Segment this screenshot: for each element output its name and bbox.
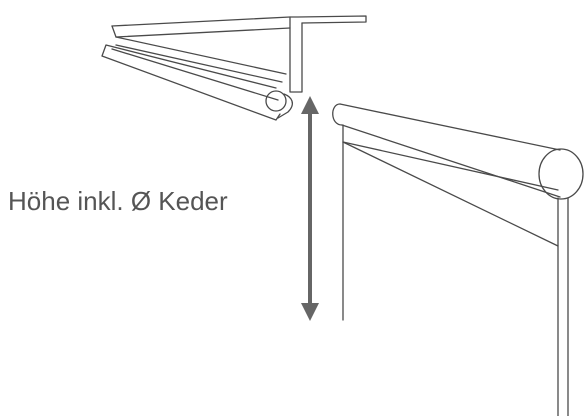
keder-bead-end-cap xyxy=(538,148,584,200)
keder-bead-inner-line xyxy=(342,141,559,191)
keder-panel xyxy=(332,103,584,416)
keder-bead-left-end xyxy=(332,103,343,126)
keder-groove xyxy=(265,90,287,112)
arrow-head-bottom xyxy=(301,303,319,321)
panel-right-post xyxy=(557,197,569,416)
keder-bead-top-edge xyxy=(339,103,561,151)
arrow-head-top xyxy=(301,96,319,114)
height-dimension-arrow xyxy=(301,96,319,321)
rail-vertical-web xyxy=(289,16,303,93)
keder-groove-lip xyxy=(277,93,294,119)
keder-rail-profile xyxy=(101,15,367,121)
rail-diagonal-brace xyxy=(111,44,283,101)
panel-diagonal xyxy=(342,141,559,247)
rail-inner-face xyxy=(111,25,291,38)
height-including-keder-label: Höhe inkl. Ø Keder xyxy=(8,186,228,216)
keder-bead-bottom-edge xyxy=(341,124,561,198)
rail-lower-panel xyxy=(101,36,287,121)
rail-top-flange xyxy=(111,15,367,27)
